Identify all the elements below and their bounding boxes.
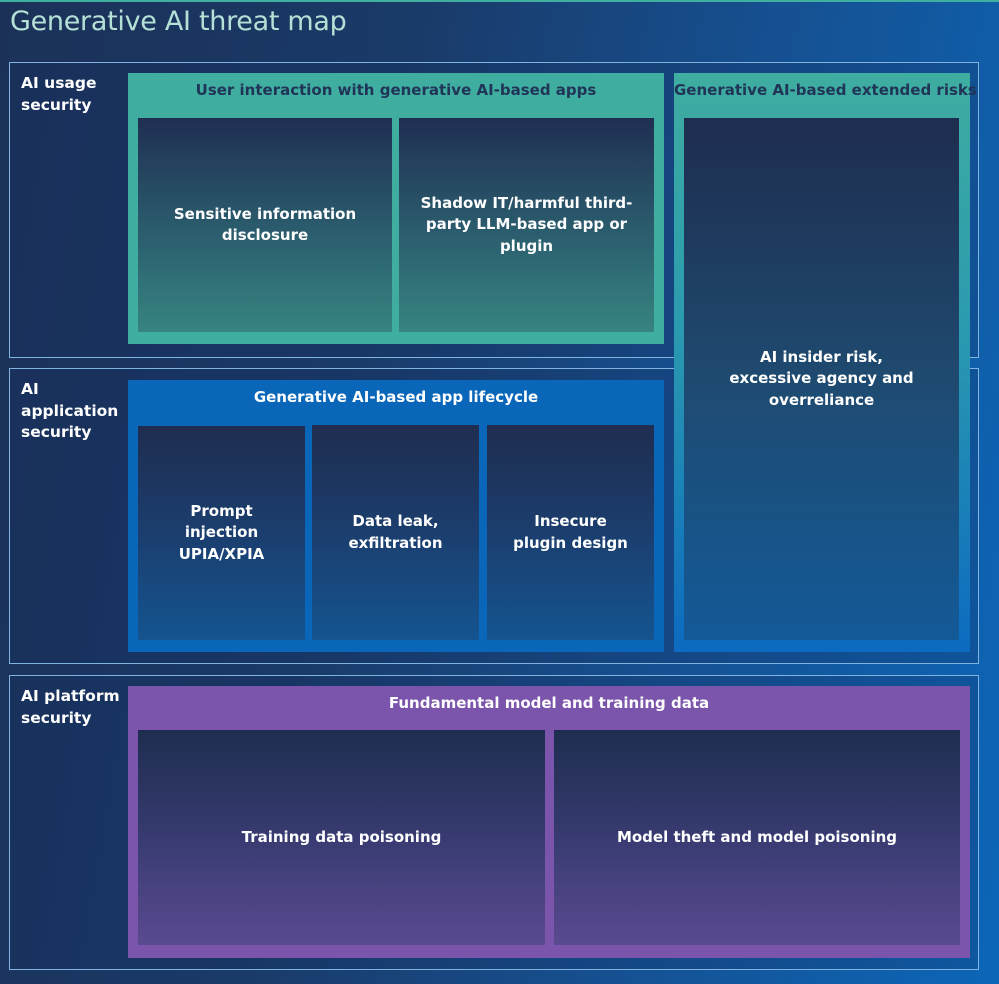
top-accent-line <box>0 0 999 2</box>
card-ai-insider-risk: AI insider risk, excessive agency and ov… <box>684 118 959 640</box>
card-label: Data leak, exfiltration <box>348 512 443 552</box>
card-sensitive-information-disclosure: Sensitive information disclosure <box>138 118 392 332</box>
group-title: Generative AI-based app lifecycle <box>253 388 539 406</box>
page-title: Generative AI threat map <box>10 6 347 37</box>
row-label: AI usage security <box>21 74 97 114</box>
card-data-leak: Data leak, exfiltration <box>312 425 479 640</box>
card-prompt-injection: Prompt injection UPIA/XPIA <box>138 426 305 640</box>
card-label: Training data poisoning <box>241 827 442 846</box>
group-fundamental-model: Fundamental model and training data Trai… <box>128 686 970 958</box>
card-label: Prompt injection UPIA/XPIA <box>178 501 265 563</box>
card-label: AI insider risk, excessive agency and ov… <box>729 347 914 409</box>
group-title: Fundamental model and training data <box>388 694 710 712</box>
card-label: Sensitive information disclosure <box>173 204 357 245</box>
row-label: AI application security <box>21 380 119 441</box>
group-title: Generative AI-based extended risks <box>674 81 977 99</box>
group-app-lifecycle: Generative AI-based app lifecycle Prompt… <box>128 380 664 652</box>
card-label: Model theft and model poisoning <box>616 827 898 846</box>
group-title: User interaction with generative AI-base… <box>195 81 597 99</box>
group-extended-risks: Generative AI-based extended risks AI in… <box>674 73 977 652</box>
group-user-interaction: User interaction with generative AI-base… <box>128 73 664 344</box>
row-label: AI platform security <box>21 687 120 727</box>
card-model-theft: Model theft and model poisoning <box>554 730 960 945</box>
card-insecure-plugin-design: Insecure plugin design <box>487 425 654 640</box>
card-shadow-it: Shadow IT/harmful third-party LLM-based … <box>399 118 654 332</box>
card-label: Insecure plugin design <box>513 512 628 552</box>
card-label: Shadow IT/harmful third-party LLM-based … <box>420 193 633 255</box>
card-training-data-poisoning: Training data poisoning <box>138 730 545 945</box>
